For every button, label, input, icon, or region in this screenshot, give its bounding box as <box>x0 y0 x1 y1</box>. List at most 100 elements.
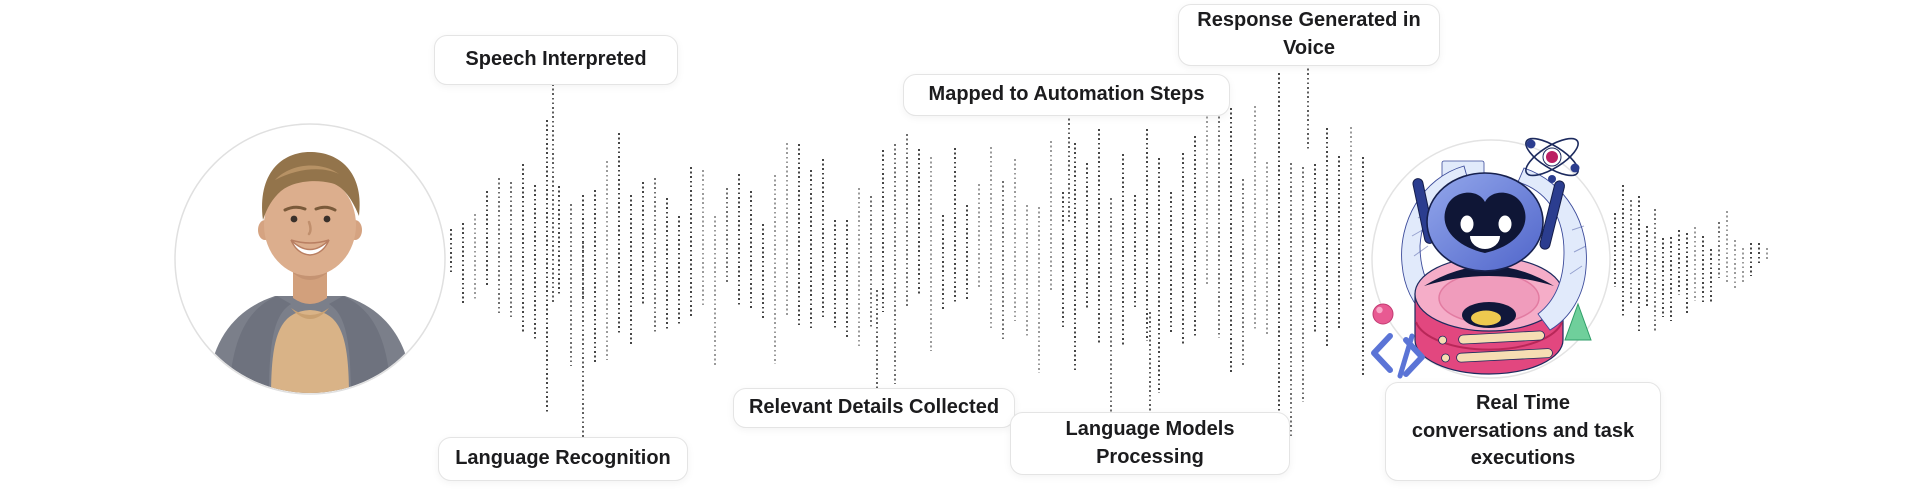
waveform-bar <box>630 195 632 346</box>
code-icon <box>1371 333 1425 379</box>
waveform-bar <box>738 174 740 307</box>
waveform-bar <box>1242 179 1244 367</box>
waveform-bar <box>1014 159 1016 321</box>
waveform-bar <box>822 159 824 317</box>
label-real-time-conversations-line-3: executions <box>1470 447 1576 470</box>
waveform-bar <box>1266 162 1268 337</box>
waveform-bar <box>1630 200 1632 304</box>
label-language-recognition: Language Recognition <box>438 437 688 481</box>
atom-icon <box>1525 137 1580 183</box>
waveform-bar <box>1314 164 1316 333</box>
connector-language-models-processing <box>1149 312 1151 412</box>
waveform-bar <box>774 175 776 364</box>
waveform-bar <box>666 198 668 331</box>
waveform-bar <box>606 161 608 360</box>
label-response-generated-in-voice: Response Generated in Voice <box>1178 4 1440 66</box>
connector-relevant-details-collected <box>876 290 878 388</box>
waveform-bar <box>546 120 548 413</box>
waveform-bar <box>498 178 500 313</box>
waveform-bar <box>762 224 764 320</box>
ai-robot-illustration <box>1371 137 1611 379</box>
waveform-bar <box>1230 108 1232 372</box>
waveform-bar <box>1646 226 1648 309</box>
robot-head <box>1412 172 1565 272</box>
waveform-bar <box>1158 158 1160 393</box>
waveform-bar <box>1662 238 1664 317</box>
waveform-bar <box>918 149 920 296</box>
waveform-bar <box>702 170 704 307</box>
waveform-bar <box>942 215 944 310</box>
label-response-generated-in-voice-line-2: Voice <box>1283 37 1335 59</box>
waveform-bar <box>1766 248 1768 259</box>
waveform-bar <box>558 186 560 296</box>
waveform-bar <box>786 143 788 316</box>
waveform-bar <box>1718 222 1720 278</box>
waveform-bar <box>510 182 512 319</box>
waveform-bar <box>906 134 908 308</box>
portrait-man <box>207 151 413 393</box>
waveform-bar <box>1302 167 1304 402</box>
waveform-bar <box>1206 89 1208 287</box>
waveform-bar <box>1026 205 1028 336</box>
waveform-bar <box>1726 211 1728 284</box>
waveform-bar <box>522 164 524 332</box>
label-real-time-conversations-line-2: conversations and task <box>1411 419 1635 442</box>
waveform-bar <box>450 229 452 273</box>
waveform-bar <box>930 157 932 351</box>
label-speech-interpreted: Speech Interpreted <box>434 35 678 85</box>
waveform-bar <box>1182 153 1184 345</box>
label-mapped-to-automation-steps: Mapped to Automation Steps <box>903 74 1230 116</box>
connector-speech-interpreted <box>552 84 554 302</box>
waveform-bar <box>1194 136 1196 337</box>
waveform-bar <box>678 216 680 324</box>
waveform-bar <box>642 182 644 304</box>
label-language-recognition-line-1: Language Recognition <box>455 447 671 470</box>
label-language-models-processing-line-1: Language Models <box>1065 417 1235 440</box>
waveform-bar <box>654 178 656 332</box>
waveform-bar <box>1654 209 1656 331</box>
waveform-bar <box>966 205 968 301</box>
user-photo <box>174 123 446 395</box>
waveform-bar <box>1326 128 1328 347</box>
waveform-bar <box>1290 163 1292 438</box>
waveform-bar <box>726 188 728 282</box>
waveform-bar <box>1350 127 1352 299</box>
waveform-bar <box>990 147 992 329</box>
waveform-bar <box>1614 213 1616 287</box>
waveform-bar <box>1074 143 1076 370</box>
waveform-bar <box>1638 196 1640 332</box>
waveform-bar <box>954 148 956 303</box>
waveform-bar <box>750 191 752 309</box>
waveform-bar <box>486 191 488 285</box>
waveform-bar <box>1734 240 1736 288</box>
waveform-bar <box>1362 157 1364 376</box>
label-relevant-details-collected-line-1: Relevant Details Collected <box>748 396 1000 419</box>
triangle-icon <box>1564 302 1592 341</box>
label-response-generated-in-voice-line-1: Response Generated in <box>1197 9 1421 32</box>
waveform-bar <box>1062 192 1064 329</box>
waveform-bar <box>1750 243 1752 276</box>
waveform-bar <box>1134 195 1136 310</box>
waveform-bar <box>798 144 800 326</box>
waveform-bar <box>1122 154 1124 345</box>
sphere-icon <box>1372 303 1394 325</box>
waveform-bar <box>1338 156 1340 328</box>
connector-language-recognition <box>582 242 584 437</box>
waveform-bar <box>1278 73 1280 421</box>
waveform-bar <box>1710 249 1712 303</box>
connector-mapped-to-automation-steps <box>1068 114 1070 222</box>
ribbon-right <box>1517 167 1587 331</box>
waveform-bar <box>714 216 716 366</box>
waveform-bar <box>594 190 596 363</box>
waveform-bar <box>882 150 884 312</box>
waveform-bar <box>1170 192 1172 333</box>
waveform-bar <box>1622 185 1624 317</box>
waveform-bar <box>570 204 572 366</box>
waveform-bar <box>846 220 848 337</box>
waveform-bar <box>1038 207 1040 373</box>
label-speech-interpreted-line-1: Speech Interpreted <box>465 48 647 71</box>
waveform-bar <box>870 196 872 329</box>
waveform-bar <box>1694 227 1696 301</box>
waveform-bar <box>1086 163 1088 309</box>
